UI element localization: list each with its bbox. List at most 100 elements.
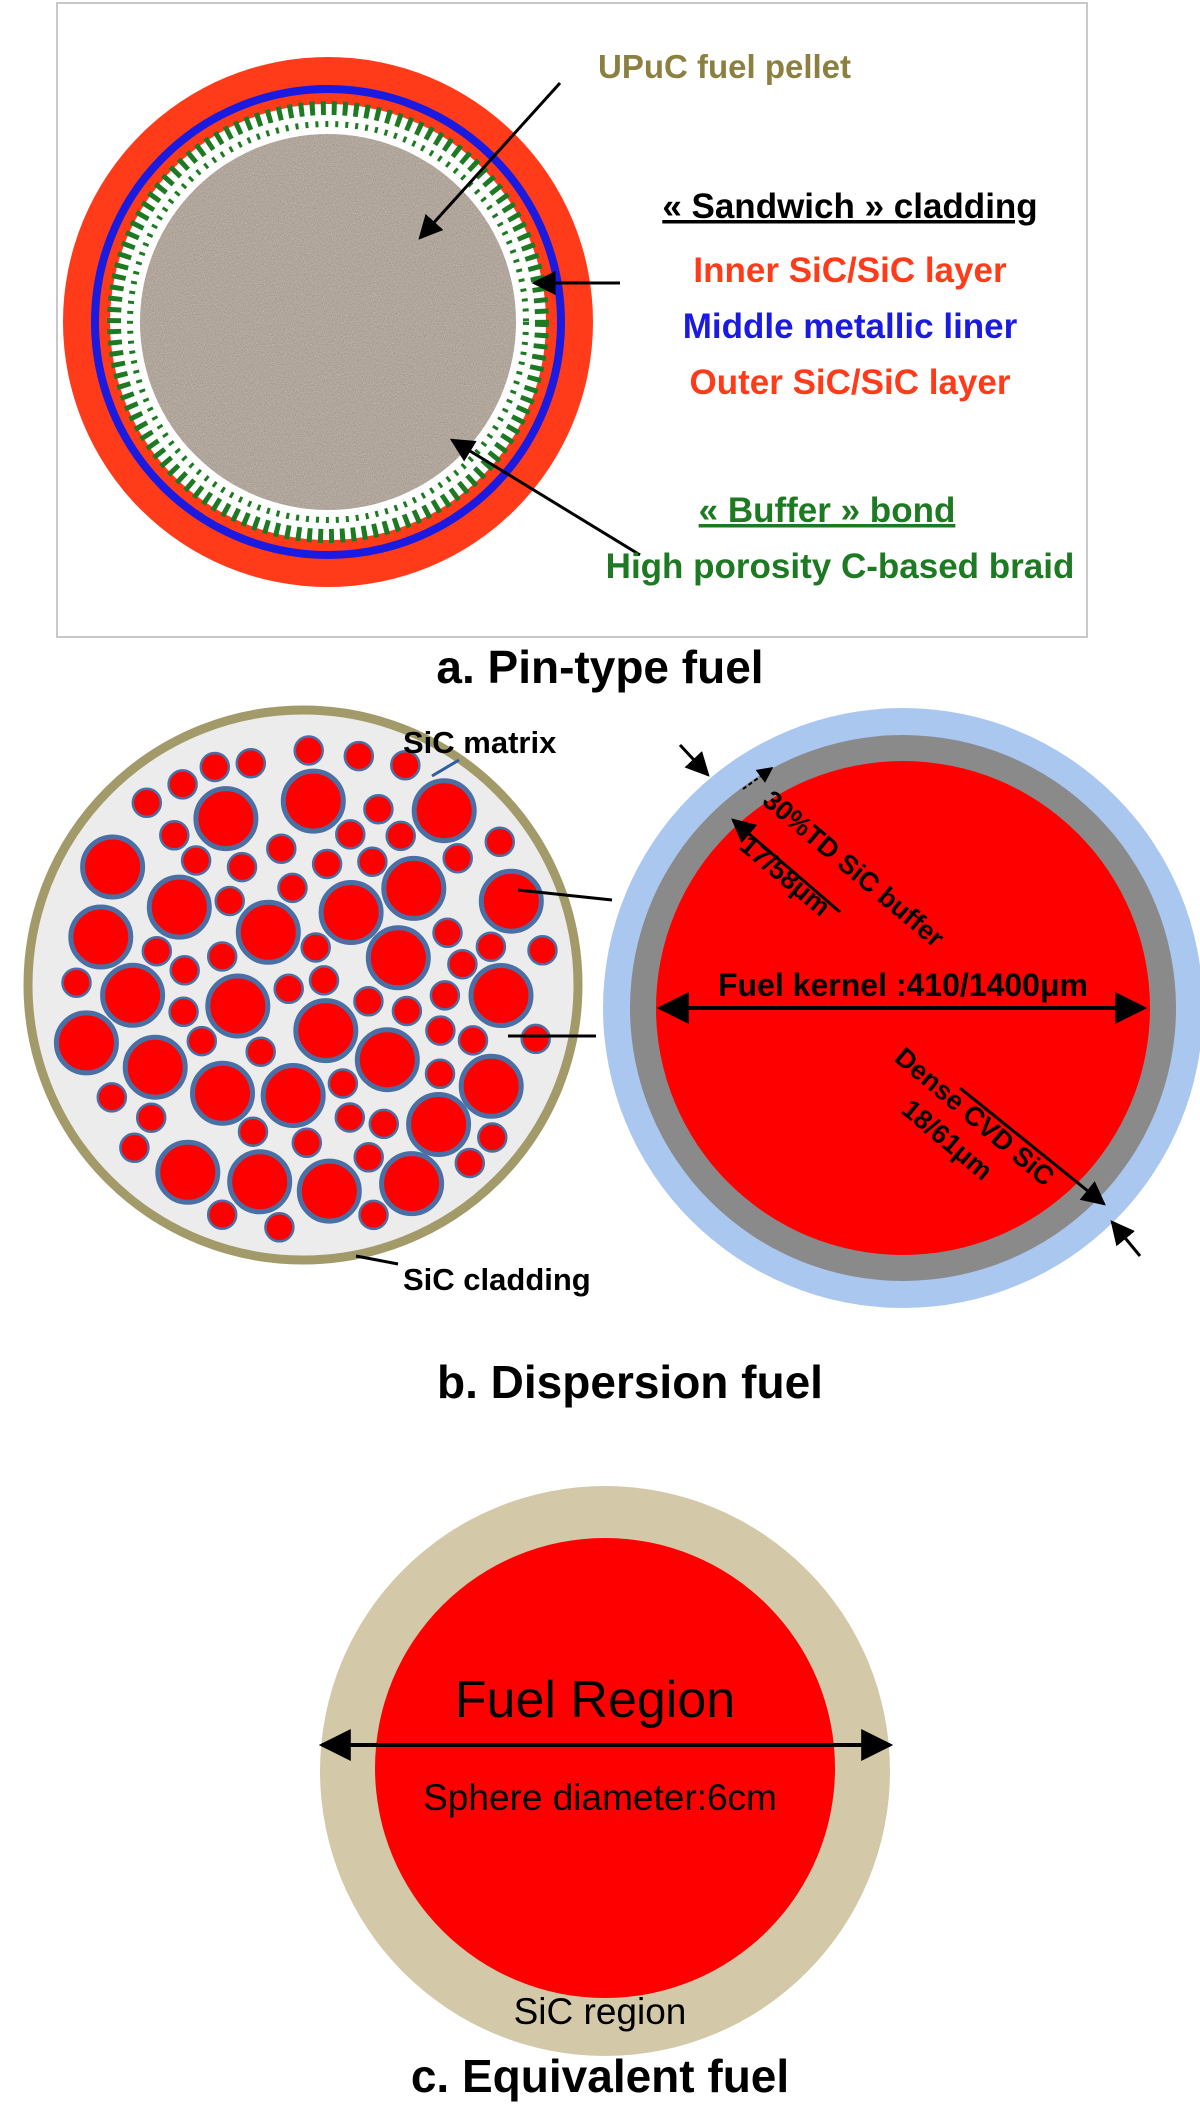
fuel-particle — [308, 965, 340, 996]
buffer-thickness-line — [731, 818, 841, 914]
fuel-particle — [477, 1122, 508, 1153]
fuel-particle — [432, 917, 463, 949]
coat-arrow-top — [678, 743, 710, 777]
fuel-particle — [457, 1025, 489, 1056]
fuel-particle — [235, 899, 301, 965]
fuel-particle — [353, 1142, 384, 1173]
caption-a: a. Pin-type fuel — [436, 641, 763, 693]
fuel-particle — [379, 1151, 445, 1217]
fuel-particle — [237, 1116, 269, 1147]
fuel-particle — [520, 1023, 551, 1055]
fuel-particle — [168, 996, 199, 1028]
fuel-particle — [199, 751, 231, 783]
fuel-region — [375, 1538, 835, 1998]
fuel-particle — [226, 851, 258, 883]
caption-c: c. Equivalent fuel — [411, 2050, 789, 2102]
fuel-particle — [273, 973, 304, 1005]
fuel-particle — [146, 874, 212, 940]
fuel-particle — [155, 1139, 221, 1205]
fuel-particle — [264, 1212, 295, 1243]
fuel-particle — [180, 845, 212, 876]
fuel-particle — [527, 935, 558, 966]
panel-a: UPuC fuel pellet « Sandwich » cladding I… — [56, 2, 1088, 693]
panel-c: Fuel Region Sphere diameter:6cm SiC regi… — [318, 1486, 894, 2102]
sic-region-label: SiC region — [514, 1991, 687, 2032]
fuel-particle — [61, 967, 92, 998]
fuel-particle — [335, 819, 366, 850]
fuel-particle — [100, 962, 166, 1028]
fuel-particle — [327, 1068, 359, 1099]
fuel-particle — [169, 955, 200, 986]
fuel-particle — [293, 735, 324, 766]
sic-cladding-label: SiC cladding — [403, 1262, 591, 1297]
fuel-pellet-label: UPuC fuel pellet — [598, 48, 851, 85]
fuel-particle — [447, 948, 478, 980]
fuel-particle — [334, 1102, 366, 1133]
coat-arrow-bottom — [1110, 1220, 1142, 1257]
fuel-particle — [235, 747, 267, 779]
fuel-particle — [80, 834, 146, 900]
inner-layer-label: Inner SiC/SiC layer — [693, 251, 1007, 290]
kernel-label: Fuel kernel :410/1400μm — [718, 967, 1088, 1003]
fuel-particle — [291, 1127, 323, 1159]
fuel-particle — [186, 1025, 218, 1057]
fuel-particle — [358, 1199, 389, 1231]
fuel-particle — [280, 768, 346, 834]
fuel-particle — [131, 787, 163, 819]
fuel-particle — [442, 842, 473, 874]
fuel-particle — [385, 820, 416, 852]
cladding-leader — [355, 1254, 399, 1266]
buffer-bond-ring-inner — [127, 121, 529, 523]
fuel-particle — [277, 872, 308, 904]
fuel-particle — [468, 963, 534, 1028]
fuel-region-label: Fuel Region — [455, 1671, 735, 1729]
fuel-particle — [141, 935, 173, 967]
fuel-particle — [311, 848, 343, 880]
bond-description: High porosity C-based braid — [606, 547, 1075, 586]
fuel-particle — [206, 941, 238, 972]
fuel-particle — [300, 932, 331, 963]
fuel-particle — [206, 1199, 238, 1230]
fuel-particle — [406, 1092, 472, 1157]
bond-title: « Buffer » bond — [699, 491, 956, 530]
fuel-particle — [227, 1149, 293, 1215]
fuel-particle — [318, 880, 384, 945]
fuel-particle — [381, 855, 447, 921]
fuel-particle — [260, 1063, 326, 1128]
fuel-particle — [53, 1010, 119, 1076]
fuel-particle — [190, 1060, 255, 1126]
fuel-particle — [424, 1058, 456, 1090]
fuel-particle — [425, 1015, 456, 1046]
middle-layer-label: Middle metallic liner — [683, 307, 1018, 346]
fuel-particle — [159, 820, 190, 851]
fuel-particle — [353, 986, 384, 1017]
fuel-particle — [368, 1108, 400, 1140]
fuel-particle — [411, 778, 477, 844]
fuel-particle — [478, 868, 544, 934]
fuel-particle — [245, 1036, 276, 1067]
fuel-particle — [167, 769, 198, 800]
matrix-leader — [431, 758, 460, 778]
cladding-title: « Sandwich » cladding — [662, 187, 1037, 226]
fuel-particle — [119, 1132, 150, 1164]
particle-callout-line — [517, 888, 613, 902]
cvd-thickness-line — [959, 1086, 1106, 1206]
fuel-particle — [365, 925, 431, 991]
fuel-particle — [475, 931, 507, 962]
fuel-particle — [363, 793, 394, 825]
fuel-particle — [354, 1027, 420, 1093]
fuel-particle — [390, 749, 421, 781]
fuel-particle — [68, 904, 134, 970]
fuel-particle — [193, 786, 259, 852]
fuel-particle — [122, 1034, 188, 1100]
fuel-particle — [458, 1053, 524, 1119]
pellet-arrow — [418, 81, 562, 240]
fuel-particles — [53, 735, 558, 1243]
panel-b: SiC matrix SiC cladding 30%TD SiC buffer… — [23, 705, 1200, 1408]
fuel-particle — [266, 833, 297, 864]
fuel-particle — [96, 1082, 128, 1113]
fuel-particle — [214, 885, 245, 917]
fuel-particle — [296, 1158, 362, 1224]
